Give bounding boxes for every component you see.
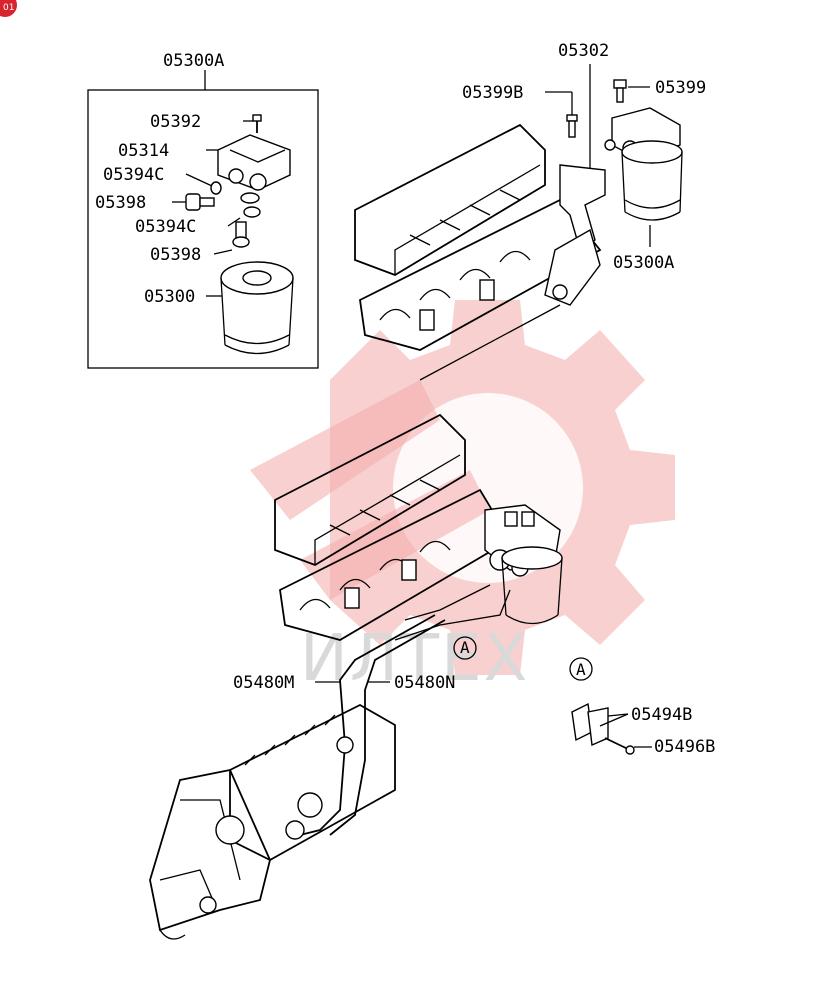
filter-inset-box: 05300A 05392 05314 05394C 05398 05394C 0… — [87, 51, 319, 369]
corner-badge-text: 01 — [3, 3, 14, 13]
label-05480N: 05480N — [394, 673, 455, 693]
watermark-gear-logo: ИЛТЕХ — [250, 300, 675, 696]
label-05392: 05392 — [150, 112, 201, 132]
label-05398-2: 05398 — [150, 245, 201, 265]
label-05399B: 05399B — [462, 83, 523, 103]
label-05314: 05314 — [118, 141, 169, 161]
label-05496B: 05496B — [654, 737, 715, 757]
upper-engine-head — [354, 123, 606, 381]
label-05300A-top: 05300A — [163, 51, 224, 71]
label-05300A-right: 05300A — [613, 253, 674, 273]
lower-filter-assembly: A — [394, 504, 563, 660]
label-05480M: 05480M — [233, 673, 294, 693]
detail-view-A: A 05494B 05496B — [569, 657, 715, 757]
label-05302: 05302 — [558, 41, 609, 61]
injection-pump — [149, 703, 396, 940]
callout-A-detail: A — [576, 660, 586, 679]
label-05494B: 05494B — [631, 705, 692, 725]
label-05394C-1: 05394C — [103, 165, 164, 185]
lower-engine-head — [274, 413, 512, 641]
label-05394C-2: 05394C — [135, 217, 196, 237]
label-05398-1: 05398 — [95, 193, 146, 213]
label-05399: 05399 — [655, 78, 706, 98]
upper-filter-assembly: 05302 05399B 05399 05300A — [462, 41, 706, 273]
corner-badge: 01 — [0, 0, 17, 17]
callout-A-main: A — [460, 638, 470, 657]
label-05300: 05300 — [144, 287, 195, 307]
